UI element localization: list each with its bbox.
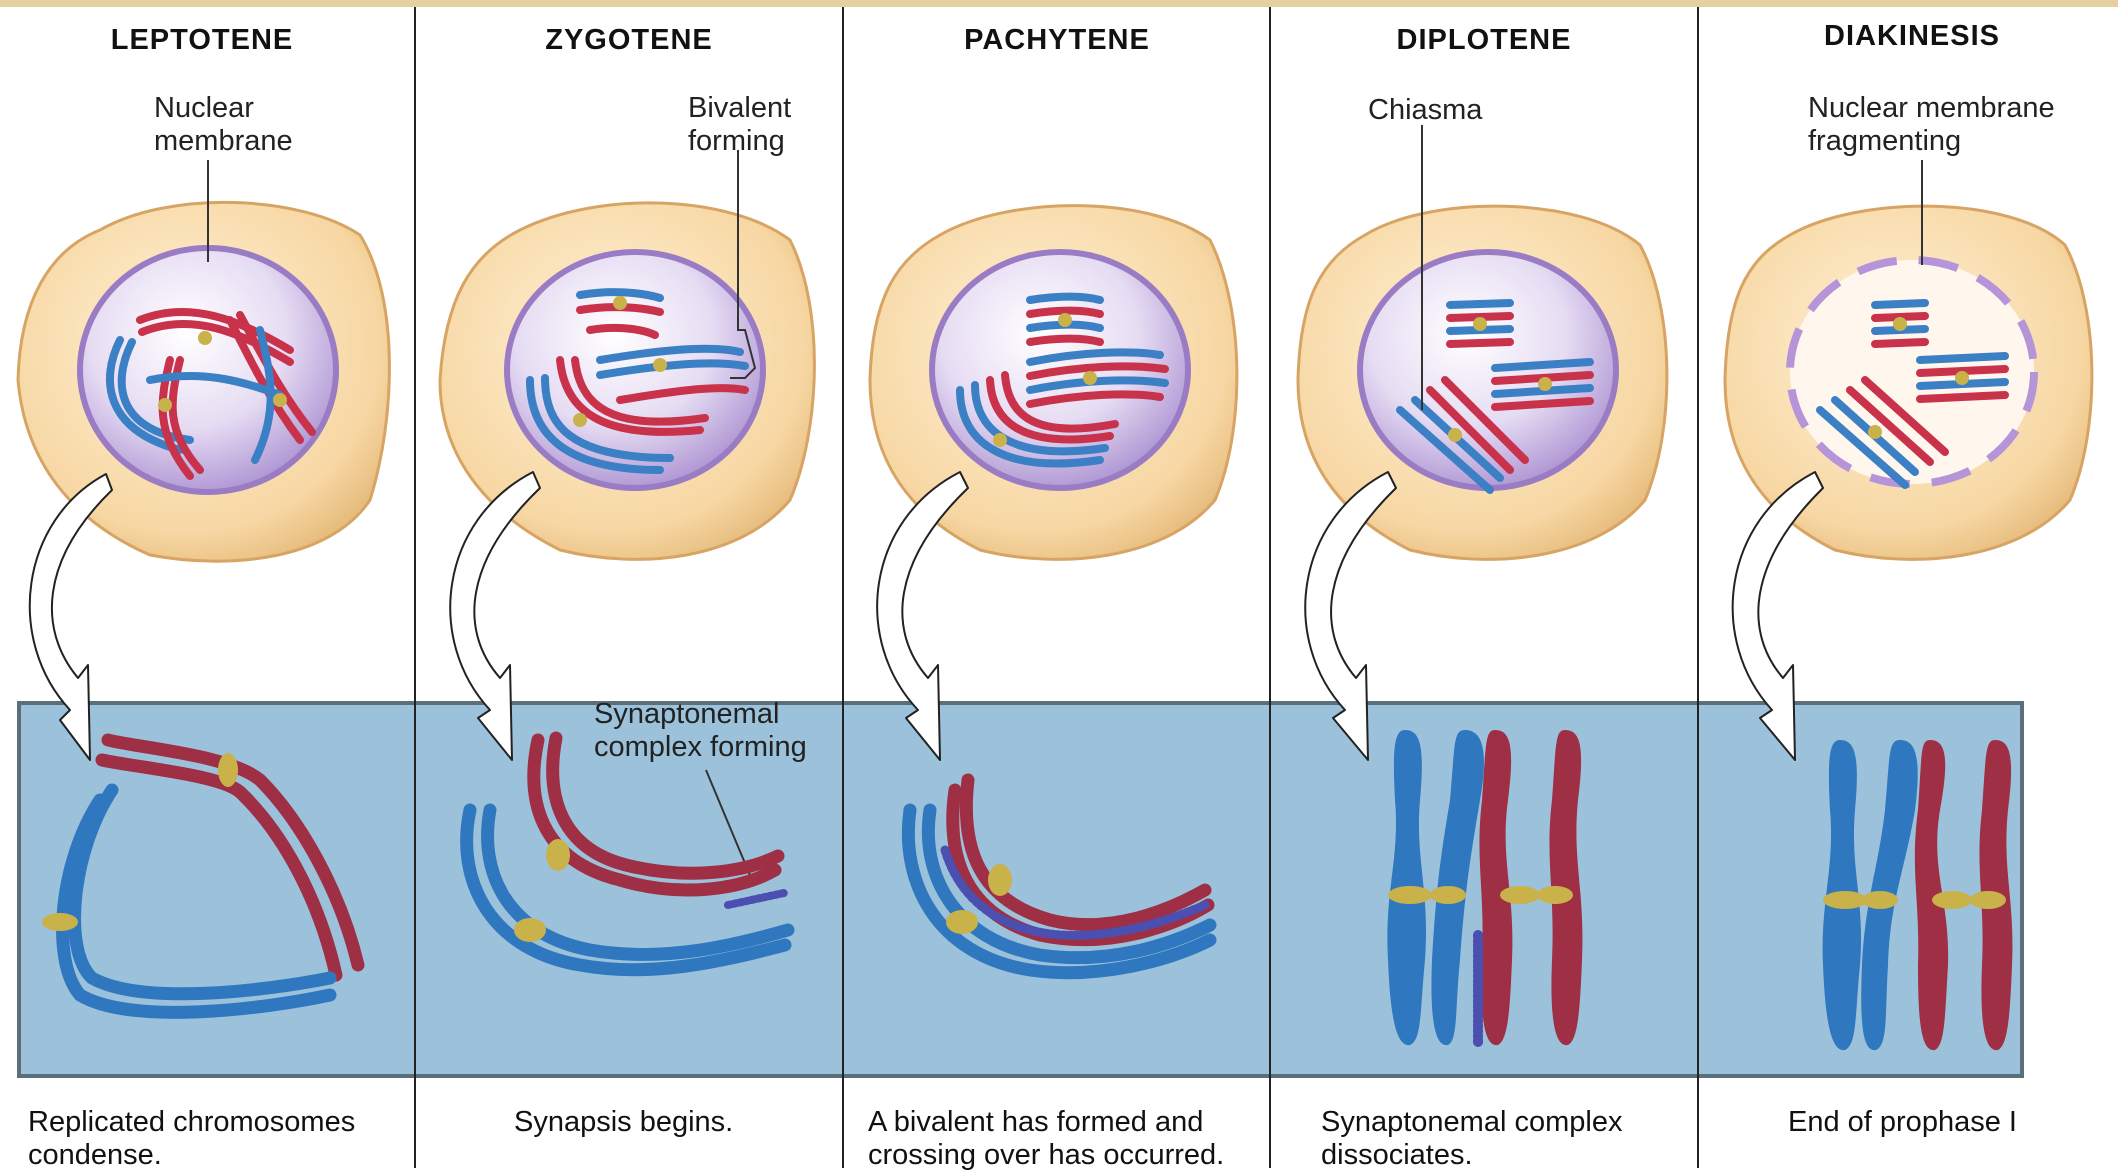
label-nuclear-membrane-fragmenting: Nuclear membrane fragmenting bbox=[1808, 92, 2055, 158]
label-chiasma: Chiasma bbox=[1368, 94, 1482, 127]
caption-diakinesis: End of prophase I bbox=[1788, 1106, 2017, 1139]
label-nuclear-membrane: Nuclear membrane bbox=[154, 92, 293, 158]
caption-pachytene: A bivalent has formed and crossing over … bbox=[868, 1106, 1224, 1172]
label-bivalent-forming: Bivalent forming bbox=[688, 92, 791, 158]
stage-title-pachytene: PACHYTENE bbox=[907, 24, 1207, 57]
stage-title-leptotene: LEPTOTENE bbox=[52, 24, 352, 57]
stage-title-zygotene: ZYGOTENE bbox=[479, 24, 779, 57]
detail-leptotene bbox=[42, 740, 358, 1012]
stage-title-diakinesis: DIAKINESIS bbox=[1762, 20, 2062, 53]
detail-zygotene bbox=[467, 738, 788, 970]
detail-diplotene bbox=[1387, 730, 1582, 1045]
caption-leptotene: Replicated chromosomes condense. bbox=[28, 1106, 355, 1172]
caption-zygotene: Synapsis begins. bbox=[514, 1106, 733, 1139]
caption-diplotene: Synaptonemal complex dissociates. bbox=[1321, 1106, 1622, 1172]
label-synaptonemal-complex-forming: Synaptonemal complex forming bbox=[594, 698, 807, 764]
detail-diakinesis bbox=[1823, 740, 2013, 1050]
detail-pachytene bbox=[908, 780, 1210, 973]
stage-title-diplotene: DIPLOTENE bbox=[1334, 24, 1634, 57]
